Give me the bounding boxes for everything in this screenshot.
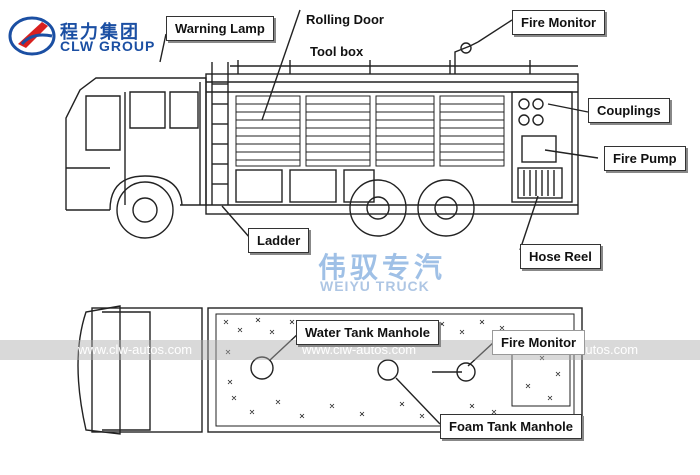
label-fire-monitor: Fire Monitor bbox=[512, 10, 606, 35]
label-hose-reel: Hose Reel bbox=[520, 244, 601, 269]
label-fire-pump: Fire Pump bbox=[604, 146, 686, 171]
watermark-url-1: www.clw-autos.com bbox=[78, 342, 193, 357]
logo-chinese-name: 程力集团 bbox=[60, 22, 140, 43]
label-foam-tank-manhole: Foam Tank Manhole bbox=[440, 414, 582, 439]
clw-logo-icon bbox=[8, 16, 56, 56]
top-view bbox=[77, 305, 583, 435]
label-tool-box: Tool box bbox=[310, 44, 364, 59]
rear-wheel-1 bbox=[349, 179, 407, 237]
rear-wheel-2 bbox=[417, 179, 475, 237]
ladder-shape bbox=[211, 62, 229, 205]
cab-outline bbox=[65, 77, 207, 210]
body-outline bbox=[205, 73, 579, 215]
label-couplings: Couplings bbox=[588, 98, 670, 123]
label-ladder: Ladder bbox=[248, 228, 310, 253]
label-rolling-door: Rolling Door bbox=[306, 12, 384, 27]
watermark-weiyu-en: WEIYU TRUCK bbox=[320, 278, 430, 294]
top-body bbox=[207, 307, 583, 433]
watermark-weiyu-cn: 伟驭专汽 bbox=[318, 251, 447, 284]
front-wheel bbox=[116, 181, 174, 239]
label-water-tank-manhole: Water Tank Manhole bbox=[296, 320, 439, 345]
label-fire-monitor-top: Fire Monitor bbox=[492, 330, 586, 355]
rolling-doors bbox=[235, 95, 505, 167]
side-view bbox=[65, 9, 599, 251]
water-manhole bbox=[250, 356, 274, 380]
fire-monitor-roof bbox=[454, 41, 479, 74]
top-cab bbox=[77, 305, 121, 435]
label-warning-lamp: Warning Lamp bbox=[166, 16, 274, 41]
logo-english-name: CLW GROUP bbox=[60, 38, 156, 54]
pump-panel bbox=[511, 91, 573, 203]
watermark-url-2: www.clw-autos.com bbox=[302, 342, 417, 357]
